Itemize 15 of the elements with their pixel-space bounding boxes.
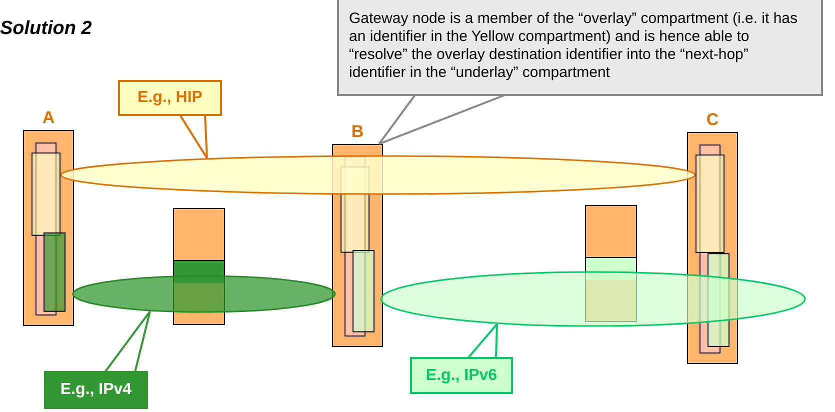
node-label: C <box>705 110 720 130</box>
node-label: A <box>41 108 56 128</box>
callout-pointer <box>378 94 506 145</box>
callout-pointer <box>179 114 208 160</box>
network-ellipse <box>72 275 336 313</box>
network-ellipse <box>380 271 806 327</box>
callout-pointer <box>467 323 498 359</box>
callout-box: E.g., HIP <box>118 80 222 116</box>
network-ellipse <box>60 155 696 195</box>
callout-pointer <box>104 310 151 373</box>
title: Solution 2 <box>0 18 92 40</box>
callout-box: E.g., IPv6 <box>410 357 513 394</box>
node-label: B <box>350 122 365 142</box>
callout-box: Gateway node is a member of the “overlay” compartment (i.e. it has an identifier in the Yellow compartment) and is hence able to “resolve” the overlay destination identifier into the “next-hop” identifier in the “underlay” compartment <box>337 0 823 96</box>
callout-box: E.g., IPv4 <box>44 371 148 409</box>
